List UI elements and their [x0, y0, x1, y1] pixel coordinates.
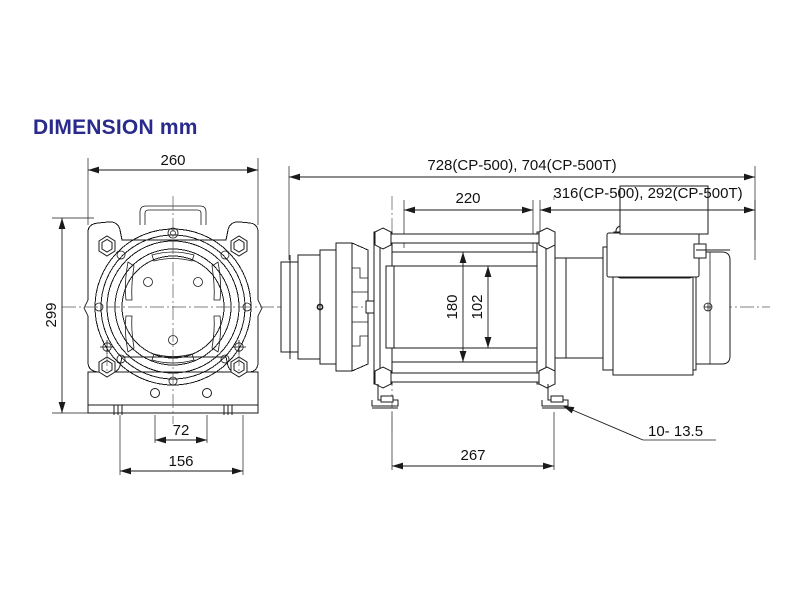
drum-body: [385, 251, 538, 363]
dim-102: 102: [469, 266, 492, 348]
dim-102-label: 102: [469, 294, 486, 319]
dim-156-label: 156: [168, 453, 193, 470]
dim-180-label: 180: [444, 294, 461, 319]
dim-299-label: 299: [43, 302, 60, 327]
dim-motor-length-label: 316(CP-500), 292(CP-500T): [553, 185, 742, 202]
dim-260: 260: [88, 152, 258, 174]
drum-right-flange: [536, 231, 556, 385]
side-view-group: 728(CP-500), 704(CP-500T) 220 316(CP-500…: [278, 157, 770, 470]
tie-rods: [374, 227, 556, 389]
mounting-feet: [371, 384, 570, 409]
hole-callout-label: 10- 13.5: [648, 423, 703, 440]
front-view-group: 260 299 72 156: [43, 152, 284, 475]
dim-72: 72: [155, 422, 207, 444]
dim-267-label: 267: [460, 447, 485, 464]
dim-overall-length: 728(CP-500), 704(CP-500T): [289, 157, 755, 181]
dim-180: 180: [444, 251, 520, 363]
dim-267: 267: [392, 447, 554, 470]
dim-220: 220: [404, 190, 533, 214]
dim-299: 299: [43, 218, 66, 413]
dim-72-label: 72: [173, 422, 190, 439]
dim-motor-length: 316(CP-500), 292(CP-500T): [540, 185, 755, 214]
motor-assembly: [554, 185, 731, 376]
dim-260-label: 260: [160, 152, 185, 169]
page-title: DIMENSION mm: [33, 116, 198, 139]
dim-220-label: 220: [455, 190, 480, 207]
front-ext-lines: [52, 158, 259, 475]
hole-callout: 10- 13.5: [562, 405, 716, 441]
gearbox-housing: [280, 242, 375, 372]
dim-overall-length-label: 728(CP-500), 704(CP-500T): [427, 157, 616, 174]
dim-156: 156: [120, 453, 243, 475]
corner-bolts: [98, 235, 248, 378]
